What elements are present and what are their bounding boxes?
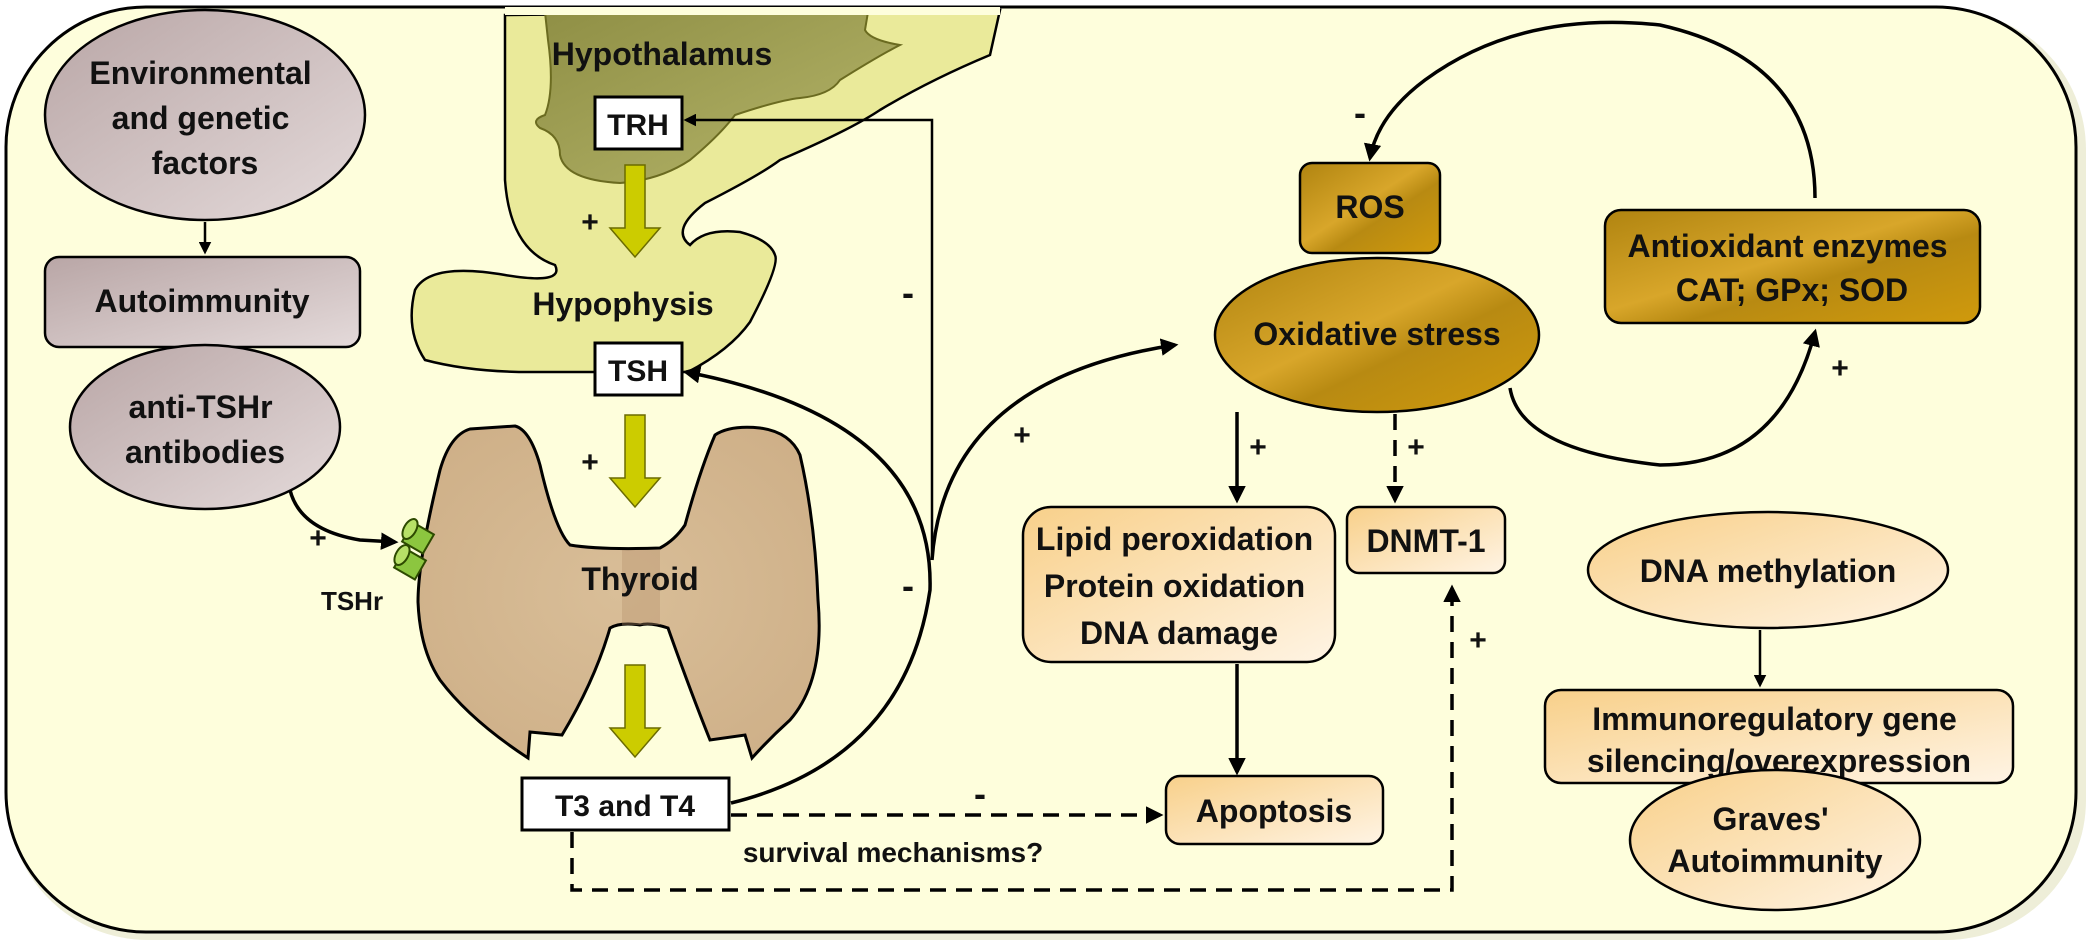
environmental-label: Environmental and genetic factors [89,55,320,181]
sign-dnmt1-bottom-plus: + [1469,624,1487,657]
oxidative-stress-node[interactable] [1213,256,1541,414]
graves-line-1: Graves' [1712,801,1828,837]
t3t4-label: T3 and T4 [555,790,695,823]
arrow-t3t4-dnmt1 [570,584,1461,892]
graves-line-2: Autoimmunity [1667,843,1882,879]
antibodies-line-2: antibodies [125,434,285,470]
damage-label: Lipid peroxidation Protein oxidation DNA… [1036,521,1322,651]
sign-antioxidant-plus: + [1831,352,1849,385]
survival-label: survival mechanisms? [743,837,1043,868]
tsh-label: TSH [608,355,668,388]
apoptosis-label: Apoptosis [1196,793,1352,829]
arrow-antioxidant-ros [1363,20,1817,199]
block-arrow-thyroid-t3t4 [608,664,662,759]
antioxidant-line-2: CAT; GPx; SOD [1676,272,1908,308]
autoimmunity-label: Autoimmunity [94,283,309,319]
damage-line-3: DNA damage [1080,615,1278,651]
thyroid-label: Thyroid [581,561,698,597]
damage-node[interactable] [1021,505,1337,664]
t3t4-box[interactable] [520,776,731,832]
sign-apoptosis-minus: - [974,773,986,814]
arrow-oxidative-antioxidant [1508,328,1820,467]
apoptosis-node[interactable] [1164,774,1385,846]
arrow-t3t4-trh-feedback [683,113,934,560]
tshr-label: TSHr [321,586,383,616]
sign-dnmt1-top-plus: + [1407,431,1425,464]
environmental-line-1: Environmental [89,55,311,91]
trh-label: TRH [607,109,669,142]
block-arrow-trh-tsh [608,164,662,259]
thyroid-gland [416,424,821,761]
antibodies-node[interactable] [68,343,342,511]
sign-tsh-minus: - [902,565,914,606]
sign-trh-plus: + [581,206,599,239]
environmental-line-2: and genetic [112,100,290,136]
antioxidant-label: Antioxidant enzymes CAT; GPx; SOD [1628,228,1957,308]
immuno-gene-label: Immunoregulatory gene silencing/overexpr… [1587,701,1971,779]
ros-node[interactable] [1298,161,1442,255]
damage-line-2: Protein oxidation [1044,568,1305,604]
sign-tsh-plus: + [581,446,599,479]
pituitary-cover [505,7,1000,15]
block-arrow-tsh-thyroid [608,414,662,509]
dna-methylation-label: DNA methylation [1640,553,1897,589]
oxidative-stress-label: Oxidative stress [1253,316,1500,352]
arrow-t3t4-oxidative [930,338,1179,561]
dnmt1-label: DNMT-1 [1366,523,1485,559]
tshr-receptor-icon [392,518,436,581]
antibodies-label: anti-TSHr antibodies [125,389,285,470]
trh-box[interactable] [593,95,684,151]
sign-ros-minus: - [1354,92,1366,133]
tsh-box[interactable] [593,341,684,397]
dna-methylation-node[interactable] [1586,510,1950,630]
sign-trh-minus: - [902,272,914,313]
graves-label: Graves' Autoimmunity [1667,801,1882,879]
environmental-line-3: factors [152,145,259,181]
environmental-node[interactable] [43,8,367,222]
sign-oxidative-plus: + [1013,419,1031,452]
antioxidant-line-1: Antioxidant enzymes [1628,228,1948,264]
thyroid-isthmus-shade [622,550,660,625]
arrow-t3t4-tsh-feedback [682,366,932,805]
graves-node[interactable] [1628,768,1922,912]
immuno-line-1: Immunoregulatory gene [1592,701,1957,737]
sign-antibodies-plus: + [309,522,327,555]
antibodies-line-1: anti-TSHr [129,389,273,425]
ros-label: ROS [1335,189,1404,225]
arrow-antibodies-tshr [288,489,399,550]
antioxidant-node[interactable] [1603,208,1982,325]
damage-line-1: Lipid peroxidation [1036,521,1313,557]
hypothalamus-label: Hypothalamus [552,36,772,72]
dnmt1-node[interactable] [1345,505,1507,575]
hypophysis-label: Hypophysis [532,286,713,322]
sign-damage-plus: + [1249,431,1267,464]
